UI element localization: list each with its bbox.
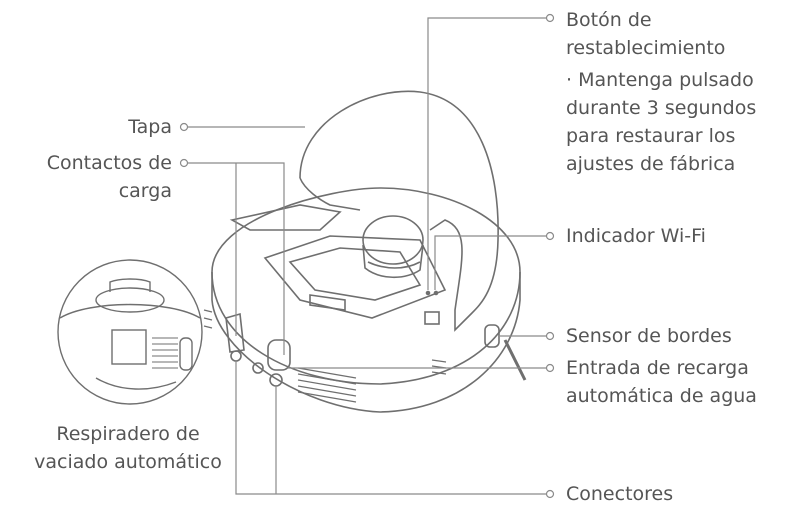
edge-sensor-window bbox=[484, 324, 500, 348]
robot-side-wall bbox=[211, 272, 521, 413]
label-connectors: Conectores bbox=[566, 483, 674, 505]
leader-contacts bbox=[188, 162, 285, 355]
robot-lid bbox=[299, 90, 499, 332]
label-lid: Tapa bbox=[128, 116, 172, 138]
label-edge-sensor: Sensor de bordes bbox=[566, 325, 732, 347]
label-water-refill-inlet: Entrada de recarga automática de agua bbox=[566, 357, 757, 407]
leader-wifi bbox=[434, 235, 546, 290]
lds-dome-top bbox=[362, 215, 424, 265]
label-reset-note: · Mantenga pulsado durante 3 segundos pa… bbox=[566, 69, 757, 175]
label-reset-button: Botón de restablecimiento bbox=[566, 9, 726, 59]
leader-reset bbox=[427, 17, 546, 290]
label-charging-contacts: Contactos de carga bbox=[46, 152, 172, 202]
robot-top-rim bbox=[211, 187, 521, 385]
label-auto-empty-vent: Respiradero de vaciado automático bbox=[34, 423, 222, 473]
leader-connectors bbox=[235, 360, 546, 495]
dustbin-plate bbox=[263, 235, 447, 319]
label-wifi-indicator: Indicador Wi-Fi bbox=[566, 225, 706, 247]
zoom-inset bbox=[57, 259, 203, 405]
